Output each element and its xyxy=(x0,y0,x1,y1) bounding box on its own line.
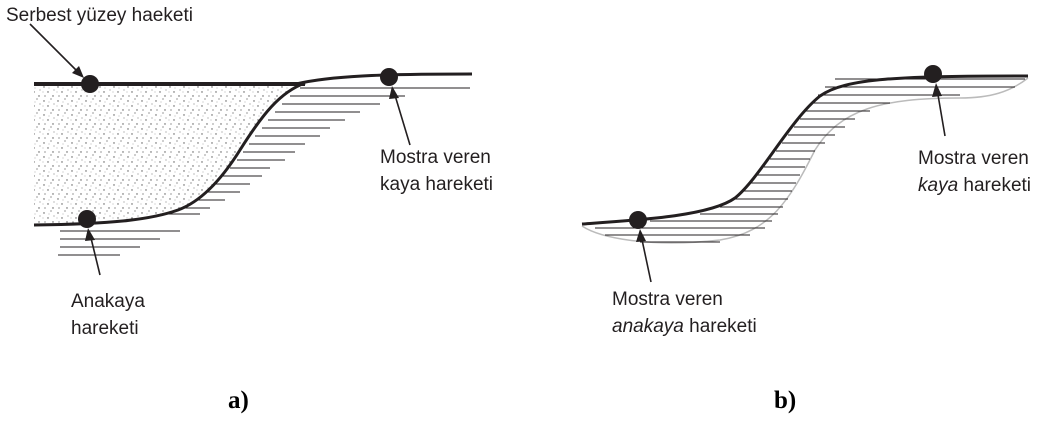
bedrock-point xyxy=(78,210,96,228)
label-bedrock-line1: Anakaya xyxy=(71,291,145,312)
label-outcrop-rock-line2: kaya hareketi xyxy=(918,175,1031,196)
soil-rock-interface xyxy=(33,81,306,227)
soil-deposit xyxy=(34,85,300,225)
panel-b: Mostra veren kaya hareketi Mostra veren … xyxy=(581,65,1031,414)
rock-hatching xyxy=(58,87,470,256)
arrows xyxy=(29,23,411,276)
outcrop-point xyxy=(380,68,398,86)
rock-surface-b xyxy=(581,74,1029,226)
panel-a: Serbest yüzey haeketi Mostra veren kaya … xyxy=(6,5,493,414)
label-outcrop-line1: Mostra veren xyxy=(380,147,491,168)
rock-outcrop-surface xyxy=(295,72,473,86)
outcrop-bedrock-point xyxy=(629,211,647,229)
free-surface-point xyxy=(81,75,99,93)
label-outcrop-line2: kaya hareketi xyxy=(380,174,493,195)
label-bedrock-line2: hareketi xyxy=(71,318,139,339)
label-free-surface-motion: Serbest yüzey haeketi xyxy=(6,5,193,26)
label-outcrop-bedrock-line1: Mostra veren xyxy=(612,289,723,310)
arrows-b xyxy=(636,83,946,283)
caption-b: b) xyxy=(774,387,796,414)
caption-a: a) xyxy=(228,387,249,414)
outcrop-rock-point xyxy=(924,65,942,83)
label-outcrop-rock-line1: Mostra veren xyxy=(918,148,1029,169)
rock-body-outline xyxy=(581,77,1029,244)
label-outcrop-bedrock-line2: anakaya hareketi xyxy=(612,316,757,337)
